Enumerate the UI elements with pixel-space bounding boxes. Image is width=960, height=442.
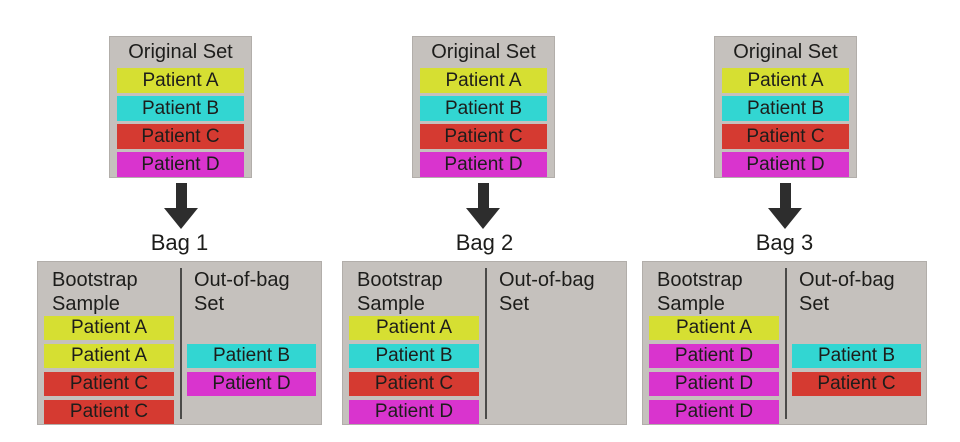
- patient-row: Patient A: [420, 68, 547, 93]
- down-arrow-icon: [466, 183, 500, 229]
- patient-row: Patient D: [420, 152, 547, 177]
- patient-row: Patient C: [792, 372, 921, 396]
- patient-row: Patient A: [44, 344, 174, 368]
- bag-label: Bag 2: [455, 230, 514, 255]
- patient-row: Patient D: [722, 152, 849, 177]
- column-divider: [785, 268, 787, 419]
- original-set-title: Original Set: [733, 41, 838, 63]
- patient-row: Patient B: [792, 344, 921, 368]
- patient-row: Patient B: [722, 96, 849, 121]
- arrow-head: [164, 208, 198, 229]
- patient-row: Patient D: [649, 372, 779, 396]
- down-arrow-icon: [164, 183, 198, 229]
- original-set-title: Original Set: [128, 41, 233, 63]
- arrow-head: [466, 208, 500, 229]
- original-set-box-2: Original Set Patient A Patient B Patient…: [412, 36, 555, 178]
- patient-row: Patient B: [349, 344, 479, 368]
- arrow-shaft: [175, 183, 187, 208]
- patient-row: Patient C: [722, 124, 849, 149]
- patient-row: Patient C: [117, 124, 244, 149]
- bootstrap-sample-title: Bootstrap Sample: [357, 269, 443, 315]
- original-set-box-3: Original Set Patient A Patient B Patient…: [714, 36, 857, 178]
- original-set-box-1: Original Set Patient A Patient B Patient…: [109, 36, 252, 178]
- patient-row: Patient A: [722, 68, 849, 93]
- patient-row: Patient C: [349, 372, 479, 396]
- patient-row: Patient C: [44, 400, 174, 424]
- bootstrap-sample-title: Bootstrap Sample: [52, 269, 138, 315]
- patient-row: Patient C: [420, 124, 547, 149]
- bag-label: Bag 1: [150, 230, 209, 255]
- bootstrap-sample-title: Bootstrap Sample: [657, 269, 743, 315]
- patient-row: Patient D: [649, 400, 779, 424]
- bag-box-3: Bootstrap Sample Out-of-bag Set Patient …: [642, 261, 927, 425]
- patient-row: Patient D: [187, 372, 316, 396]
- out-of-bag-title: Out-of-bag Set: [499, 269, 595, 315]
- patient-row: Patient B: [420, 96, 547, 121]
- patient-row: Patient D: [649, 344, 779, 368]
- patient-row: Patient A: [44, 316, 174, 340]
- out-of-bag-title: Out-of-bag Set: [799, 269, 895, 315]
- patient-row: Patient A: [117, 68, 244, 93]
- bag-box-2: Bootstrap Sample Out-of-bag Set Patient …: [342, 261, 627, 425]
- patient-row: Patient D: [349, 400, 479, 424]
- bag-label: Bag 3: [755, 230, 814, 255]
- patient-row: Patient A: [649, 316, 779, 340]
- patient-row: Patient B: [187, 344, 316, 368]
- patient-row: Patient C: [44, 372, 174, 396]
- patient-row: Patient D: [117, 152, 244, 177]
- patient-row: Patient A: [349, 316, 479, 340]
- down-arrow-icon: [768, 183, 802, 229]
- patient-row: Patient B: [117, 96, 244, 121]
- bag-box-1: Bootstrap Sample Out-of-bag Set Patient …: [37, 261, 322, 425]
- arrow-shaft: [779, 183, 791, 208]
- original-set-title: Original Set: [431, 41, 536, 63]
- out-of-bag-title: Out-of-bag Set: [194, 269, 290, 315]
- arrow-shaft: [477, 183, 489, 208]
- arrow-head: [768, 208, 802, 229]
- column-divider: [485, 268, 487, 419]
- column-divider: [180, 268, 182, 419]
